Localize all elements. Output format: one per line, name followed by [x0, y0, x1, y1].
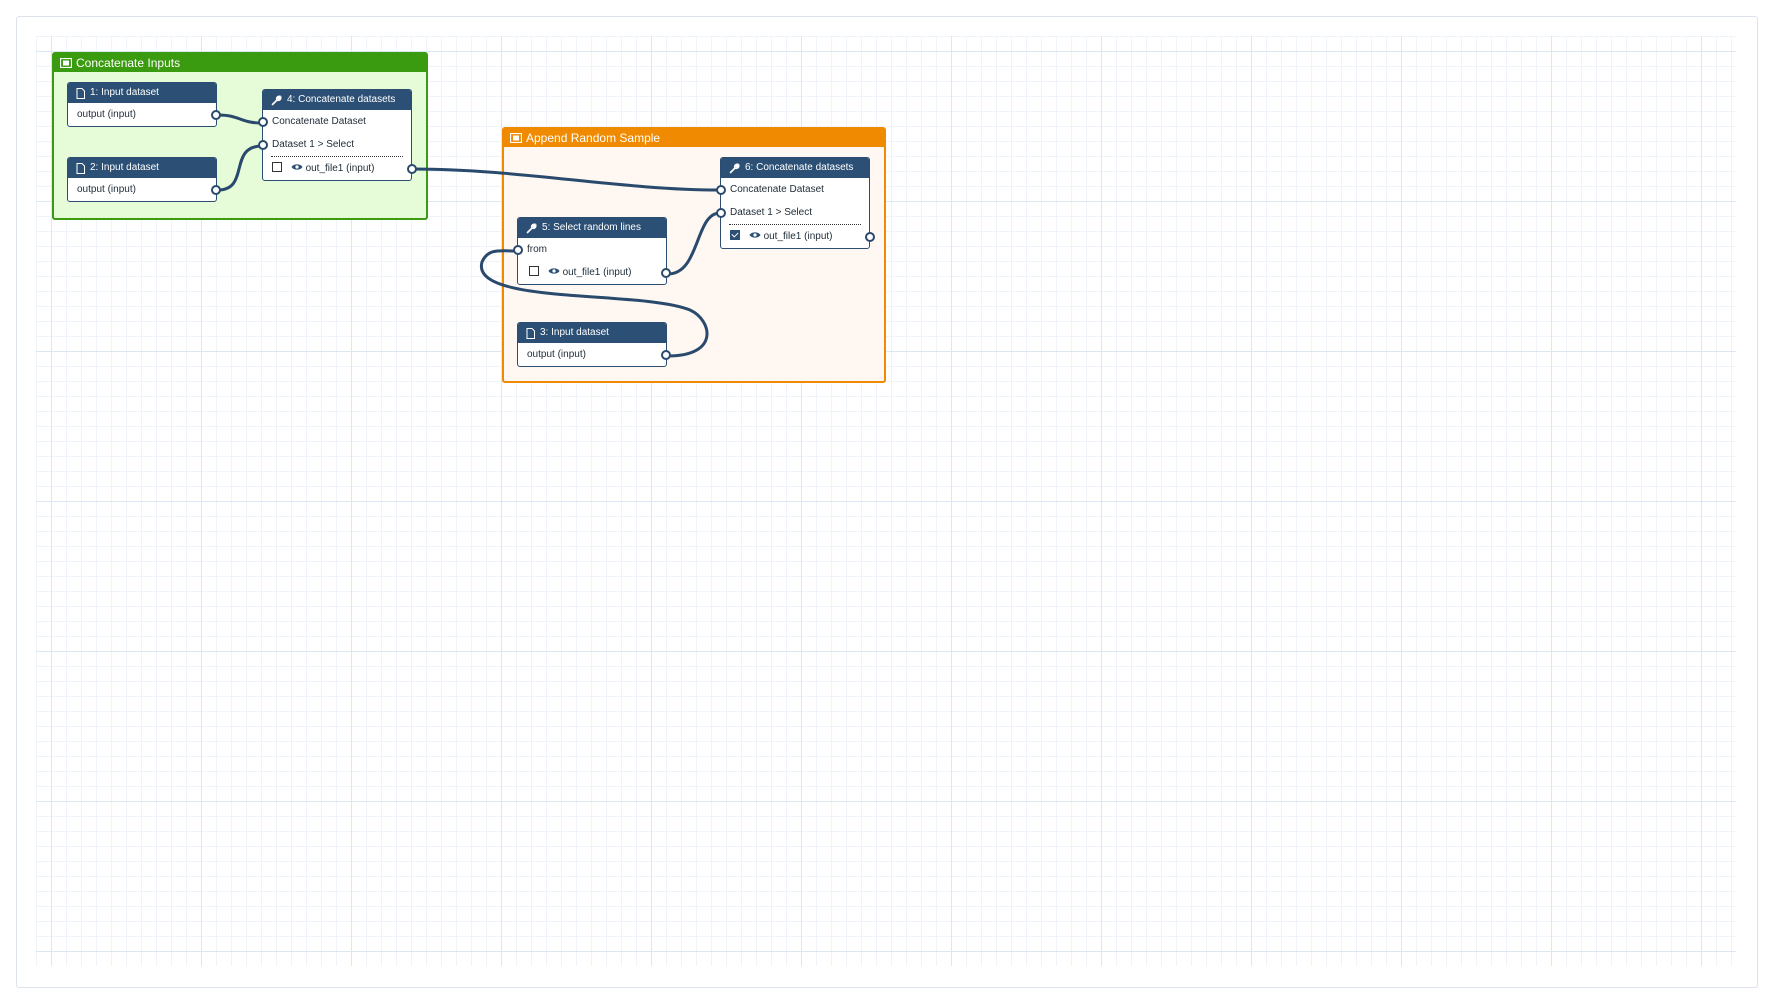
node-input-row: Concatenate Dataset: [716, 178, 869, 201]
output-checkbox[interactable]: [272, 162, 282, 173]
output-checkbox[interactable]: [730, 230, 740, 241]
input-label: Concatenate Dataset: [730, 184, 824, 195]
input-label: Dataset 1 > Select: [272, 139, 354, 150]
node-header[interactable]: 6: Concatenate datasets: [721, 158, 869, 178]
wrench-icon: [271, 94, 282, 106]
node-header[interactable]: 3: Input dataset: [518, 323, 666, 343]
node-output-row: output (input): [68, 178, 221, 201]
node-header[interactable]: 1: Input dataset: [68, 83, 216, 103]
object-group-icon: [60, 58, 72, 68]
input-terminal[interactable]: [258, 140, 268, 150]
object-group-icon: [510, 133, 522, 143]
input-terminal[interactable]: [513, 245, 523, 255]
group-header[interactable]: Concatenate Inputs: [54, 54, 426, 72]
output-checkbox[interactable]: [529, 266, 539, 277]
input-label: Concatenate Dataset: [272, 116, 366, 127]
node-6-concatenate-datasets[interactable]: 6: Concatenate datasets Concatenate Data…: [716, 157, 875, 249]
input-label: from: [527, 244, 547, 255]
node-title: 2: Input dataset: [90, 162, 159, 173]
output-terminal[interactable]: [407, 164, 417, 174]
input-terminal[interactable]: [716, 208, 726, 218]
node-input-row: Dataset 1 > Select: [716, 201, 869, 224]
node-title: 6: Concatenate datasets: [745, 162, 854, 173]
group-title: Append Random Sample: [526, 131, 661, 145]
wrench-icon: [526, 222, 537, 234]
file-icon: [526, 327, 535, 339]
node-5-select-random-lines[interactable]: 5: Select random lines from out_file1 (i…: [513, 217, 671, 285]
node-2-input-dataset[interactable]: 2: Input dataset output (input): [67, 157, 221, 202]
file-icon: [76, 162, 85, 174]
output-terminal[interactable]: [211, 110, 221, 120]
output-terminal[interactable]: [661, 268, 671, 278]
node-output-row: output (input): [68, 103, 221, 126]
node-output-row: out_file1 (input): [518, 261, 671, 284]
group-title: Concatenate Inputs: [76, 56, 181, 70]
node-output-row: out_file1 (input): [271, 156, 417, 180]
node-output-row: output (input): [518, 343, 671, 366]
input-label: Dataset 1 > Select: [730, 207, 812, 218]
node-header[interactable]: 2: Input dataset: [68, 158, 216, 178]
node-input-row: from: [513, 238, 666, 261]
output-label: output (input): [77, 109, 136, 120]
output-label: output (input): [527, 349, 586, 360]
node-4-concatenate-datasets[interactable]: 4: Concatenate datasets Concatenate Data…: [258, 89, 417, 181]
node-output-row: out_file1 (input): [729, 224, 875, 248]
output-label: output (input): [77, 184, 136, 195]
node-title: 1: Input dataset: [90, 87, 159, 98]
node-1-input-dataset[interactable]: 1: Input dataset output (input): [67, 82, 221, 127]
node-title: 3: Input dataset: [540, 327, 609, 338]
input-terminal[interactable]: [258, 117, 268, 127]
group-header[interactable]: Append Random Sample: [504, 129, 884, 147]
output-label: out_file1 (input): [562, 267, 632, 278]
node-header[interactable]: 4: Concatenate datasets: [263, 90, 411, 110]
output-label: out_file1 (input): [305, 163, 375, 174]
node-title: 5: Select random lines: [542, 222, 641, 233]
file-icon: [76, 87, 85, 99]
node-input-row: Dataset 1 > Select: [258, 133, 411, 156]
node-title: 4: Concatenate datasets: [287, 94, 396, 105]
output-terminal[interactable]: [211, 185, 221, 195]
wrench-icon: [729, 162, 740, 174]
eye-icon[interactable]: [291, 163, 303, 171]
eye-icon[interactable]: [548, 267, 560, 275]
node-input-row: Concatenate Dataset: [258, 110, 411, 133]
input-terminal[interactable]: [716, 185, 726, 195]
eye-icon[interactable]: [749, 231, 761, 239]
output-label: out_file1 (input): [763, 231, 833, 242]
node-3-input-dataset[interactable]: 3: Input dataset output (input): [517, 322, 671, 367]
node-header[interactable]: 5: Select random lines: [518, 218, 666, 238]
output-terminal[interactable]: [661, 350, 671, 360]
output-terminal[interactable]: [865, 232, 875, 242]
